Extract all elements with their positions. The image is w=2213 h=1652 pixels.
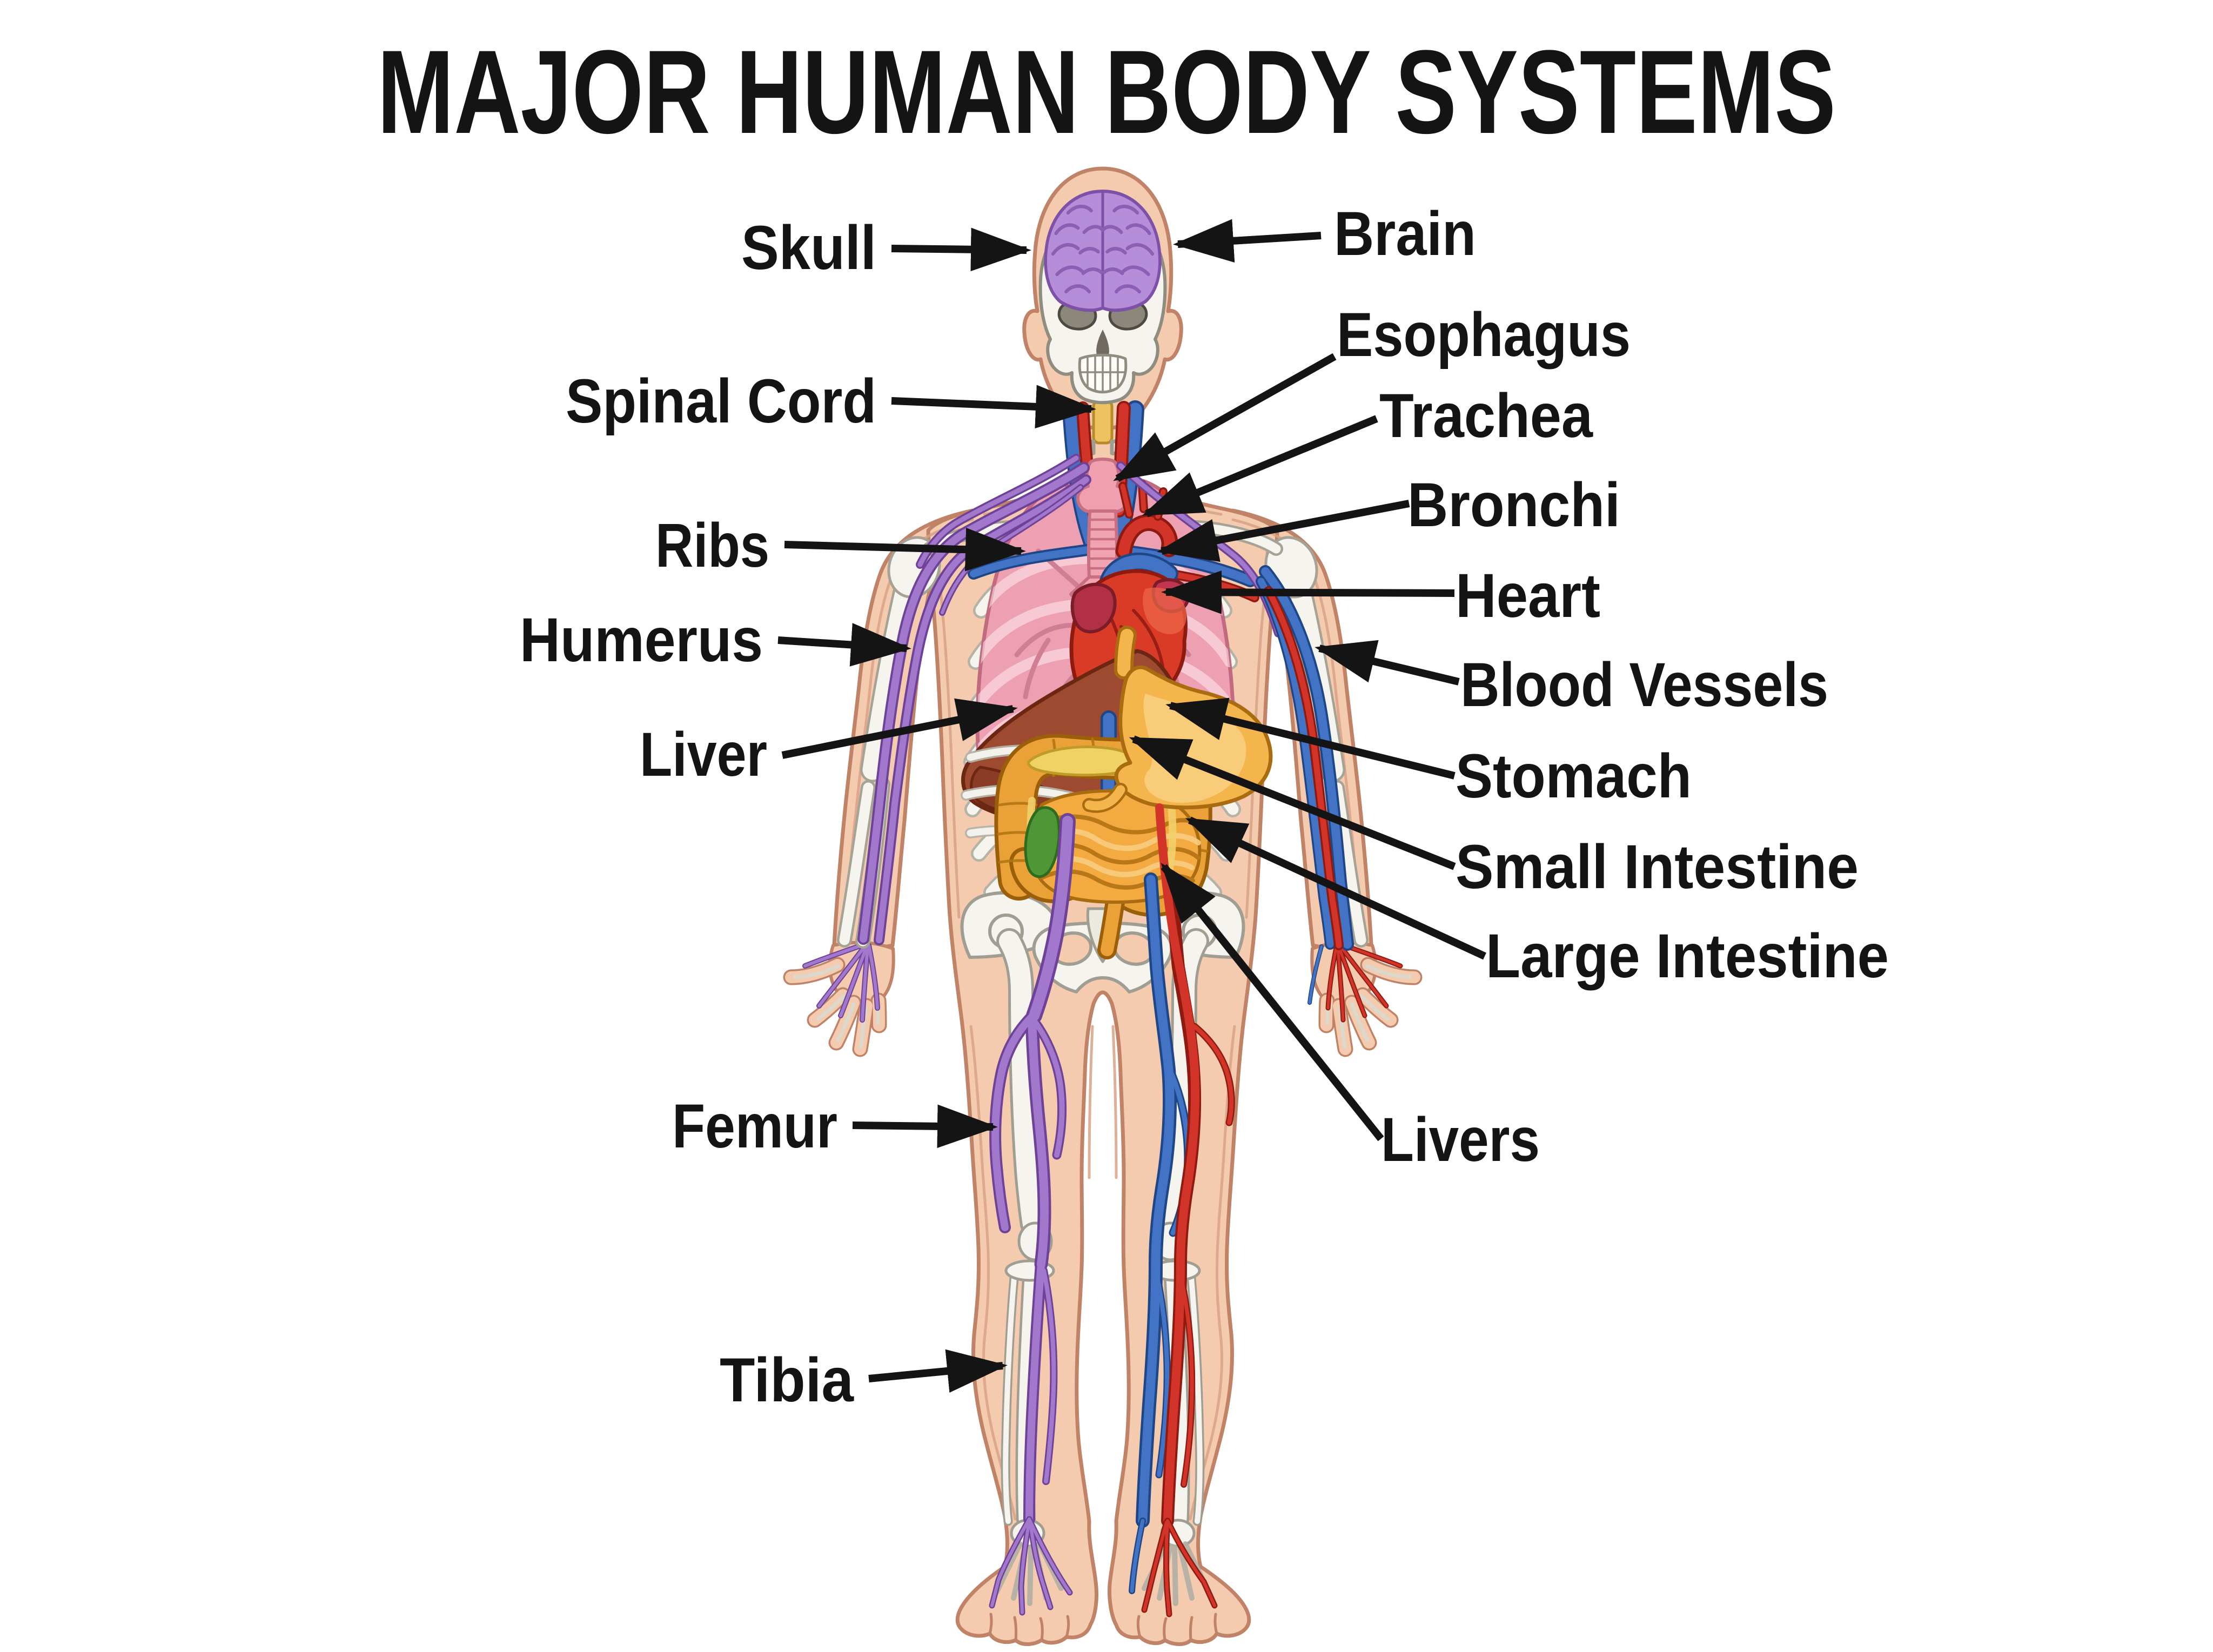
- svg-text:Stomach: Stomach: [1456, 742, 1692, 811]
- svg-text:Livers: Livers: [1381, 1105, 1540, 1174]
- svg-text:Ribs: Ribs: [655, 511, 769, 580]
- svg-text:Femur: Femur: [672, 1092, 837, 1161]
- svg-text:Heart: Heart: [1456, 561, 1600, 630]
- svg-text:Brain: Brain: [1334, 199, 1476, 268]
- svg-text:Blood Vessels: Blood Vessels: [1460, 650, 1828, 720]
- svg-text:Bronchi: Bronchi: [1407, 471, 1620, 540]
- svg-text:Esophagus: Esophagus: [1337, 300, 1631, 370]
- svg-text:Trachea: Trachea: [1379, 381, 1593, 451]
- svg-text:Large Intestine: Large Intestine: [1486, 922, 1889, 991]
- svg-text:Liver: Liver: [640, 720, 767, 789]
- svg-text:Tibia: Tibia: [720, 1346, 854, 1415]
- svg-text:Humerus: Humerus: [520, 606, 763, 675]
- svg-text:Spinal Cord: Spinal Cord: [566, 367, 876, 436]
- svg-text:MAJOR HUMAN BODY SYSTEMS: MAJOR HUMAN BODY SYSTEMS: [377, 25, 1836, 158]
- svg-text:Skull: Skull: [741, 213, 876, 283]
- svg-text:Small Intestine: Small Intestine: [1456, 832, 1859, 902]
